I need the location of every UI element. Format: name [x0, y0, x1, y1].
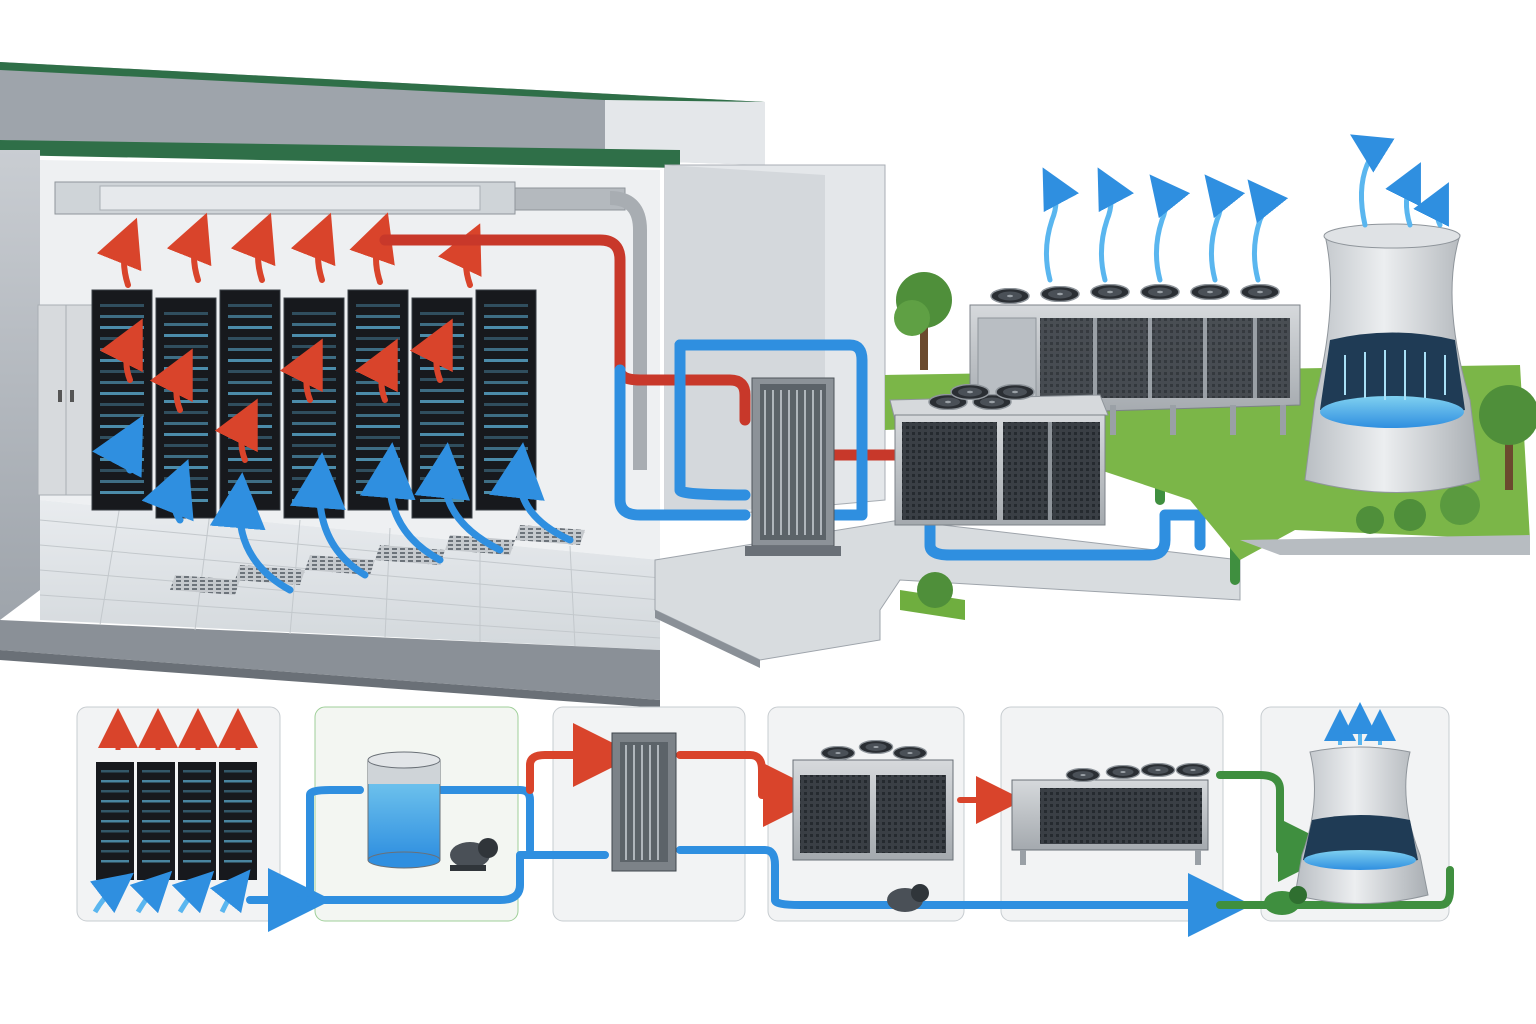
roof-edge	[0, 62, 765, 108]
flow-hot-arrows	[98, 708, 258, 750]
shrub	[1394, 499, 1426, 531]
electrical-cabinet	[37, 304, 95, 496]
fan-icon	[1175, 763, 1211, 777]
fan-icon	[1105, 765, 1141, 779]
server-rack	[219, 289, 281, 511]
floor-slab	[0, 620, 660, 700]
shrub	[917, 572, 953, 608]
fan-icon	[892, 746, 928, 760]
flow-diagram	[76, 702, 1454, 937]
fan-icon	[1140, 284, 1180, 300]
flow-chiller	[792, 740, 954, 861]
inner-roof-edge	[0, 140, 680, 168]
overhead-duct	[54, 181, 647, 470]
fan-icon	[1090, 284, 1130, 300]
server-rack	[475, 289, 537, 511]
pump-icon	[1264, 886, 1307, 915]
vapor-arrow-icon	[1385, 162, 1421, 228]
flow-heat-exchanger	[611, 732, 677, 872]
server-rack	[91, 289, 153, 511]
cooling-tower	[1304, 223, 1481, 493]
hot-air-arrows	[96, 212, 482, 463]
perforated-floor-vents	[170, 525, 585, 595]
server-racks	[91, 289, 537, 519]
fan-icon	[950, 384, 990, 400]
upper-wall-light	[605, 100, 765, 165]
fan-icon	[1240, 284, 1280, 300]
fan-icon	[820, 746, 856, 760]
water-spray	[1344, 350, 1446, 400]
pump-icon	[450, 838, 498, 871]
flow-server-rack	[219, 762, 257, 880]
left-wall	[0, 150, 40, 620]
server-rack	[347, 289, 409, 511]
fan-icon	[1065, 768, 1101, 782]
flow-cooling-tower	[1294, 702, 1429, 904]
vapor-arrow-icon	[1204, 174, 1246, 283]
vapor-arrow-icon	[1350, 134, 1395, 228]
tree	[1479, 385, 1536, 490]
fan-icon	[1140, 763, 1176, 777]
flow-cold-arrows	[89, 869, 251, 914]
shrub	[1356, 506, 1384, 534]
buffer-tank	[367, 751, 441, 869]
plate-heat-exchanger	[745, 377, 841, 556]
pump-icon	[887, 884, 929, 912]
fan-icon	[1040, 286, 1080, 302]
upper-wall	[0, 62, 765, 165]
flow-server-rack	[137, 762, 175, 880]
vapor-arrow-icon	[1413, 182, 1449, 228]
cold-air-arrows	[92, 415, 574, 594]
flow-server-rack	[178, 762, 216, 880]
fan-icon	[990, 288, 1030, 304]
vapor-arrow-icon	[1149, 174, 1191, 283]
shrub	[1440, 485, 1480, 525]
server-rack	[283, 297, 345, 519]
vapor-arrow-icon	[1042, 167, 1080, 283]
tree	[894, 272, 952, 370]
fan-icon	[858, 740, 894, 754]
chiller-unit	[889, 384, 1109, 526]
fan-icon	[995, 384, 1035, 400]
vapor-arrow-icon	[1247, 179, 1289, 283]
dry-cooler-bank	[969, 284, 1301, 435]
trees	[894, 272, 1536, 608]
flow-server-racks	[96, 762, 257, 880]
flow-pipes	[246, 723, 1454, 937]
server-rack	[155, 297, 217, 519]
vapor-arrow-icon	[1097, 167, 1135, 283]
dry-cooler-fans	[990, 284, 1280, 304]
cool-water-pipes	[614, 339, 1206, 561]
flow-dry-cooler	[1011, 763, 1211, 865]
raised-floor	[40, 500, 660, 650]
flow-server-rack	[96, 762, 134, 880]
vapor-arrows	[1042, 134, 1449, 283]
fan-icon	[1190, 284, 1230, 300]
